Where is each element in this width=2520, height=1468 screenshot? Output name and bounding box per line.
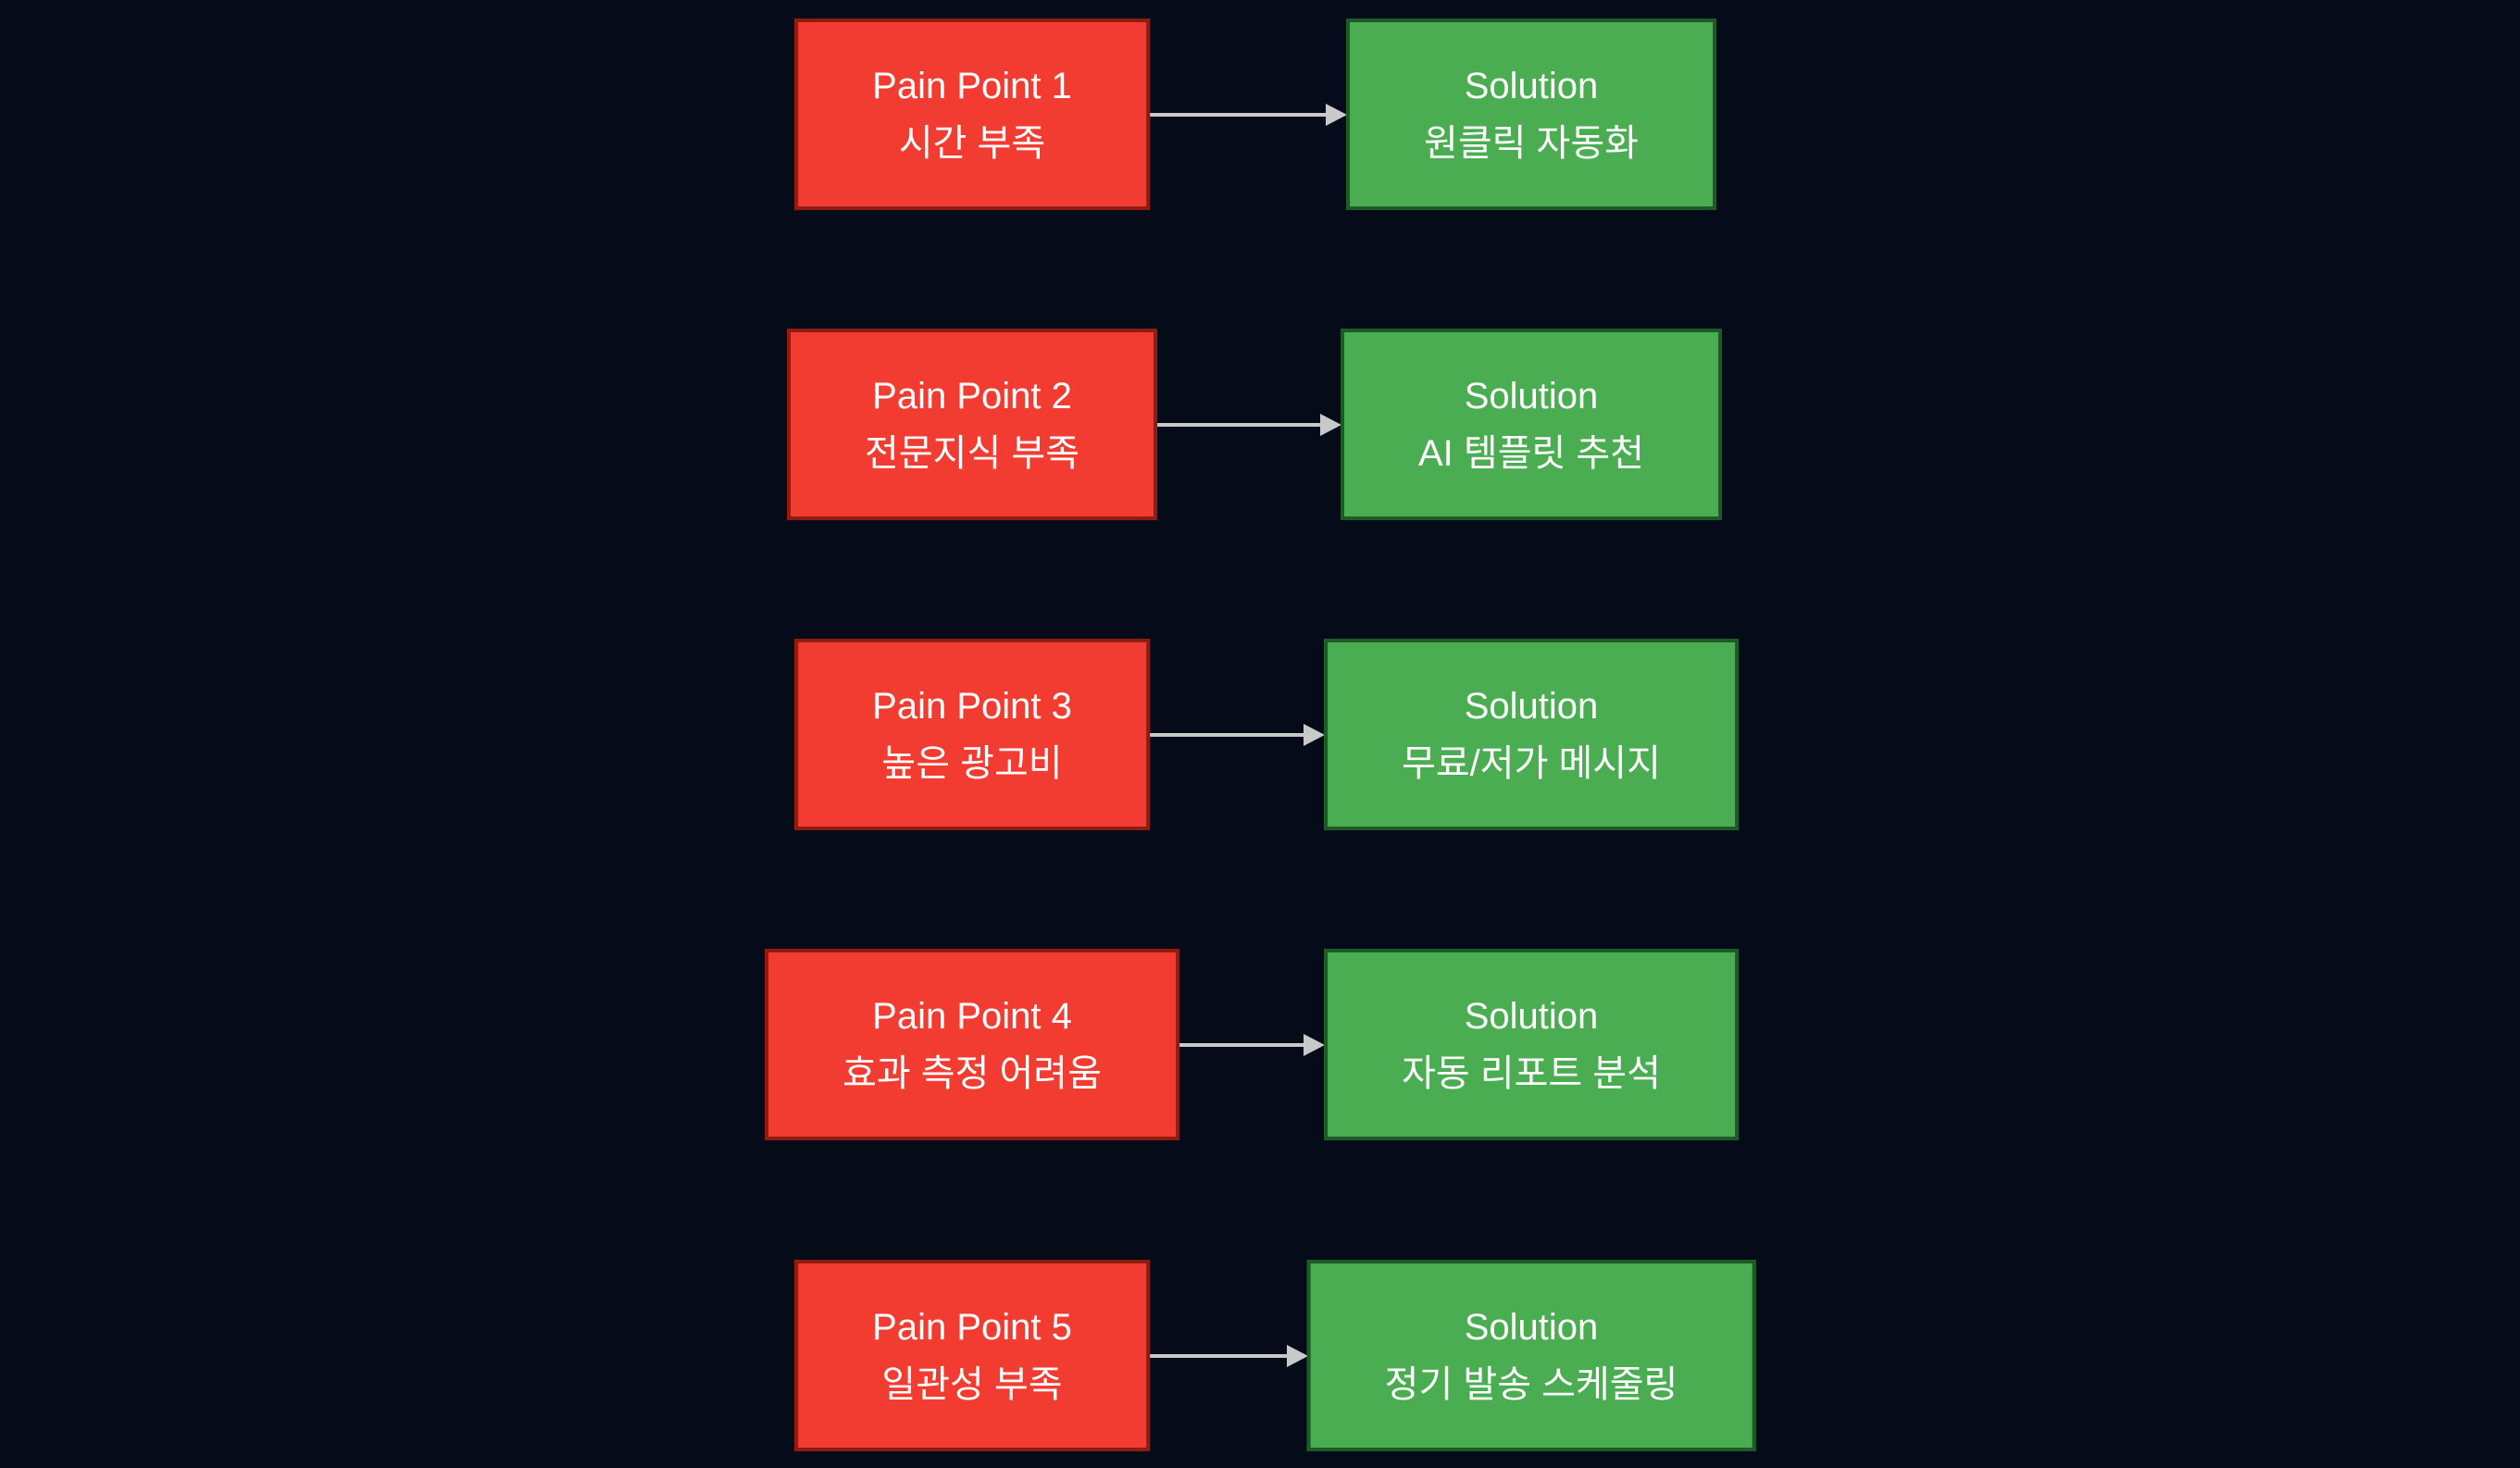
pain-point-detail: 일관성 부족 — [881, 1363, 1063, 1405]
pain-point-title: Pain Point 5 — [872, 1306, 1072, 1348]
solution-detail: 무료/저가 메시지 — [1402, 742, 1661, 784]
pain-point-box-1: Pain Point 1 시간 부족 — [794, 19, 1150, 210]
solution-title: Solution — [1464, 995, 1599, 1037]
pain-point-box-5: Pain Point 5 일관성 부족 — [794, 1260, 1150, 1451]
arrow-shaft — [1156, 422, 1324, 427]
arrow-head-icon — [1304, 1033, 1326, 1056]
pain-point-title: Pain Point 3 — [872, 685, 1072, 727]
pain-point-title: Pain Point 4 — [872, 995, 1072, 1037]
solution-detail: 자동 리포트 분석 — [1402, 1052, 1661, 1094]
pain-point-detail: 높은 광고비 — [881, 742, 1063, 784]
mapping-row-4: Pain Point 4 효과 측정 어려움 Solution 자동 리포트 분… — [0, 949, 2520, 1140]
mapping-row-1: Pain Point 1 시간 부족 Solution 원클릭 자동화 — [0, 19, 2520, 210]
pain-point-box-2: Pain Point 2 전문지식 부족 — [787, 329, 1157, 520]
mapping-row-5: Pain Point 5 일관성 부족 Solution 정기 발송 스케줄링 — [0, 1260, 2520, 1451]
solution-box-4: Solution 자동 리포트 분석 — [1324, 949, 1739, 1140]
arrow-head-icon — [1304, 723, 1326, 746]
solution-box-1: Solution 원클릭 자동화 — [1346, 19, 1716, 210]
mapping-row-3: Pain Point 3 높은 광고비 Solution 무료/저가 메시지 — [0, 639, 2520, 830]
arrow-shaft — [1149, 1353, 1291, 1358]
arrow-head-icon — [1319, 413, 1341, 436]
arrow-head-icon — [1326, 103, 1348, 126]
solution-detail: AI 템플릿 추천 — [1417, 432, 1645, 474]
solution-title: Solution — [1464, 65, 1599, 106]
solution-title: Solution — [1464, 375, 1599, 417]
arrow-head-icon — [1286, 1344, 1308, 1367]
solution-title: Solution — [1464, 1306, 1599, 1348]
pain-point-box-4: Pain Point 4 효과 측정 어려움 — [765, 949, 1179, 1140]
pain-point-detail: 시간 부족 — [898, 122, 1046, 164]
pain-point-title: Pain Point 2 — [872, 375, 1072, 417]
mapping-row-2: Pain Point 2 전문지식 부족 Solution AI 템플릿 추천 — [0, 329, 2520, 520]
solution-detail: 정기 발송 스케줄링 — [1384, 1363, 1678, 1405]
solution-detail: 원클릭 자동화 — [1424, 122, 1639, 164]
pain-point-title: Pain Point 1 — [872, 65, 1072, 106]
pain-point-detail: 전문지식 부족 — [865, 432, 1079, 474]
pain-point-detail: 효과 측정 어려움 — [842, 1052, 1102, 1094]
arrow-shaft — [1149, 732, 1308, 737]
solution-box-5: Solution 정기 발송 스케줄링 — [1306, 1260, 1756, 1451]
solution-title: Solution — [1464, 685, 1599, 727]
solution-box-3: Solution 무료/저가 메시지 — [1324, 639, 1739, 830]
arrow-shaft — [1179, 1042, 1308, 1047]
solution-box-2: Solution AI 템플릿 추천 — [1340, 329, 1723, 520]
pain-point-box-3: Pain Point 3 높은 광고비 — [794, 639, 1150, 830]
arrow-shaft — [1149, 112, 1330, 117]
